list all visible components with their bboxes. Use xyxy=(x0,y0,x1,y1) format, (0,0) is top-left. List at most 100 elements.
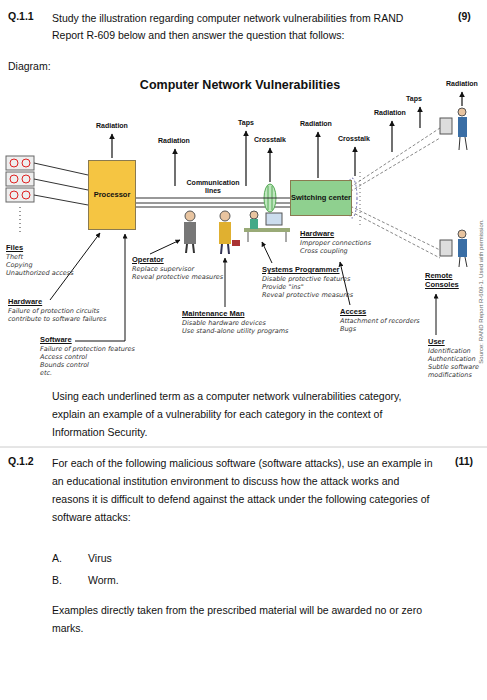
vulnerability-item: Bounds control xyxy=(40,362,89,369)
programmer-desk xyxy=(250,211,258,219)
question-text: Examples directly taken from the prescri… xyxy=(52,602,437,638)
maintenance-man-figure xyxy=(221,244,222,254)
programmer-desk xyxy=(248,232,249,242)
remote-console-top xyxy=(440,108,467,150)
tape-drives xyxy=(6,156,34,170)
vulnerability-item: Replace supervisor xyxy=(132,266,194,273)
vulnerability-item: Use stand-alone utility programs xyxy=(182,328,289,335)
operator-figure xyxy=(186,244,187,253)
box-label: Switching center xyxy=(291,194,351,203)
vulnerability-arrows xyxy=(112,92,462,186)
maintenance-man-figure xyxy=(220,211,230,221)
category-heading: User xyxy=(428,338,445,347)
section-label: Diagram: xyxy=(8,60,51,72)
category-heading: Systems Programmer xyxy=(262,266,340,275)
vulnerability-item: Disable hardware devices xyxy=(182,320,266,327)
question-number: Q.1.1 xyxy=(8,10,34,22)
leader-arrows xyxy=(436,294,437,335)
switching-center-box: Switching center xyxy=(290,180,352,216)
tape-drives xyxy=(22,159,30,167)
operator-figure xyxy=(184,222,196,244)
vulnerability-item: Unauthorized access xyxy=(6,270,74,277)
vulnerability-label: Radiation xyxy=(374,109,406,117)
leader-arrows xyxy=(50,233,100,300)
vulnerability-item: Failure of protection features xyxy=(40,346,135,353)
edge-label: Communication lines xyxy=(182,179,244,195)
leader-arrows xyxy=(75,234,125,341)
console-lines xyxy=(346,128,440,258)
vulnerability-arrows xyxy=(461,92,462,106)
processor-box: Processor xyxy=(88,160,136,230)
rule-line xyxy=(0,447,487,448)
category-heading: Operator xyxy=(132,256,164,265)
vulnerability-item: Failure of protection circuits xyxy=(8,308,99,315)
box-label: Processor xyxy=(94,191,131,200)
vulnerability-item: Identification xyxy=(428,348,471,355)
remote-console-bottom xyxy=(459,257,460,267)
vulnerability-label: Radiation xyxy=(300,120,332,128)
tape-drives xyxy=(6,172,34,186)
vulnerability-item: Authentication xyxy=(428,356,476,363)
category-heading: Access xyxy=(340,308,366,317)
console-lines xyxy=(346,138,440,194)
category-heading: Hardware xyxy=(300,230,334,239)
vulnerability-item: Reveal protective measures xyxy=(262,292,353,299)
vulnerability-item: Reveal protective measures xyxy=(132,274,223,281)
vulnerability-label: Taps xyxy=(406,95,422,103)
category-heading: Files xyxy=(6,244,23,253)
tape-drives xyxy=(10,159,18,167)
vulnerability-arrows xyxy=(174,149,175,186)
vulnerability-item: Cross coupling xyxy=(300,248,348,255)
question-text: Worm. xyxy=(88,574,119,586)
vulnerability-arrows xyxy=(111,134,112,158)
remote-console-bottom xyxy=(440,230,467,267)
tape-drives xyxy=(10,175,18,183)
leader-arrows xyxy=(262,242,272,263)
vulnerability-label: Crosstalk xyxy=(254,136,286,144)
programmer-desk xyxy=(244,211,290,242)
remote-console-top xyxy=(459,137,460,150)
vulnerability-item: etc. xyxy=(40,370,52,377)
tape-drives xyxy=(34,179,88,190)
category-heading: Maintenance Man xyxy=(182,310,245,319)
leader-arrows xyxy=(50,233,436,341)
remote-console-top xyxy=(440,118,452,134)
remote-console-bottom xyxy=(465,257,467,267)
vulnerability-arrows xyxy=(354,147,355,176)
tape-drives xyxy=(6,188,34,202)
tape-drives xyxy=(10,191,18,199)
operator-figure xyxy=(184,211,196,253)
maintenance-man-figure xyxy=(232,240,240,246)
console-lines xyxy=(360,172,361,226)
operator-figure xyxy=(193,244,194,253)
vulnerability-item: Bugs xyxy=(340,326,356,333)
category-heading: Hardware xyxy=(8,298,42,307)
vulnerability-item: Disable protective features xyxy=(262,276,350,283)
vulnerability-item: modifications xyxy=(428,372,472,379)
vulnerability-item: contribute to software failures xyxy=(8,316,106,323)
question-text: Using each underlined term as a computer… xyxy=(52,388,437,442)
vulnerability-label: Radiation xyxy=(96,122,128,130)
question-text: Study the illustration regarding compute… xyxy=(52,10,437,44)
source-note: Source: RAND Report R-609-1. Used with p… xyxy=(478,196,485,386)
question-text: A. xyxy=(52,552,62,564)
category-heading: Remote Consoles xyxy=(425,272,471,289)
vulnerability-label: Radiation xyxy=(158,137,190,145)
vulnerability-item: Improper connections xyxy=(300,240,371,247)
vulnerability-label: Taps xyxy=(238,119,254,127)
question-text: Virus xyxy=(88,552,112,564)
question-text: (11) xyxy=(455,455,473,467)
vulnerability-label: Crosstalk xyxy=(338,135,370,143)
remote-console-top xyxy=(458,117,467,137)
vulnerability-arrows xyxy=(245,131,246,186)
programmer-desk xyxy=(250,219,258,229)
tape-drives xyxy=(20,207,21,234)
vulnerability-item: Subtle software xyxy=(428,364,479,371)
vulnerability-label: Radiation xyxy=(446,80,478,88)
programmer-desk xyxy=(266,213,282,225)
mark-allocation: (9) xyxy=(458,10,471,22)
remote-console-top xyxy=(465,137,467,150)
tape-drives xyxy=(22,175,30,183)
remote-console-bottom xyxy=(458,230,466,238)
